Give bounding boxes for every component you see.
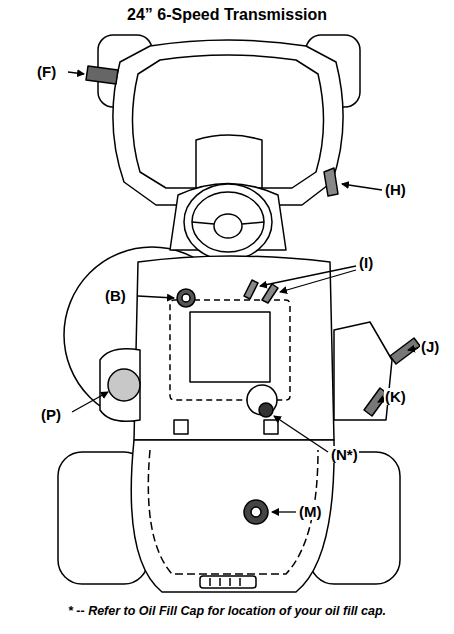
footnote-caption: * -- Refer to Oil Fill Cap for location … bbox=[68, 604, 386, 618]
callout-letter: (J) bbox=[420, 338, 440, 355]
callout-letter: (M) bbox=[298, 503, 323, 520]
callout-letter: (P) bbox=[40, 406, 62, 423]
callout-letter: (I) bbox=[358, 254, 374, 271]
callout-letter: (B) bbox=[104, 287, 127, 304]
callout-letter: (H) bbox=[384, 181, 407, 198]
callout-letter: (N*) bbox=[330, 446, 359, 463]
callout-letter: (K) bbox=[384, 388, 407, 405]
callout-letter: (F) bbox=[36, 63, 57, 80]
diagram-title: 24” 6-Speed Transmission bbox=[127, 6, 327, 24]
